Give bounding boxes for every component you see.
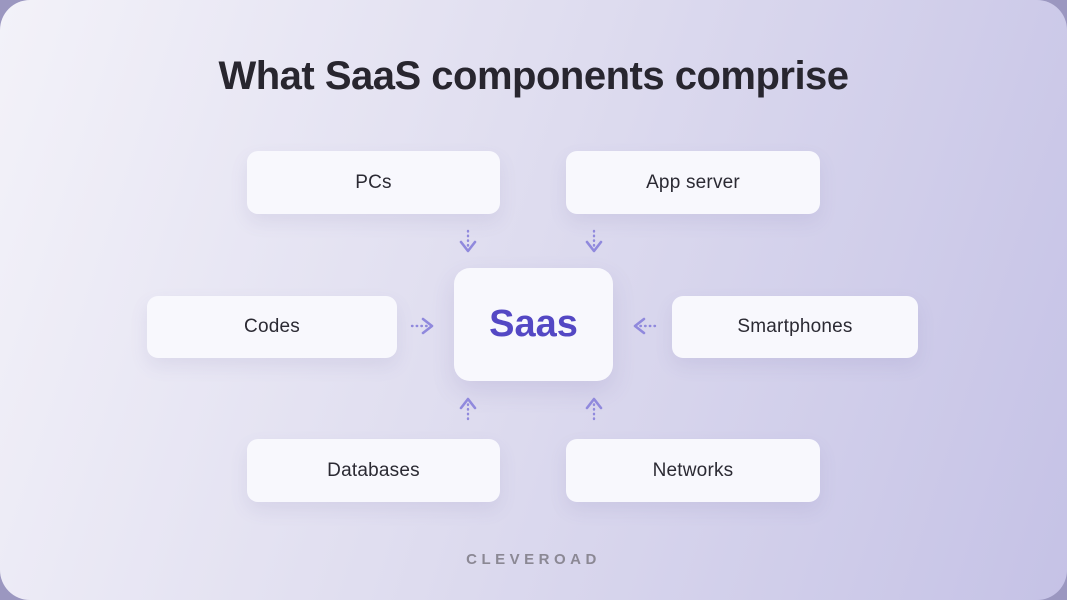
arrow-down-icon <box>454 228 482 256</box>
node-smartphones: Smartphones <box>672 296 918 358</box>
node-app-server: App server <box>566 151 820 214</box>
node-codes-label: Codes <box>244 316 300 337</box>
node-databases-label: Databases <box>327 459 420 481</box>
node-pcs: PCs <box>247 151 500 214</box>
node-smartphones-label: Smartphones <box>737 316 853 337</box>
cleveroad-logo: CLEVEROAD <box>466 551 601 568</box>
node-app-server-label: App server <box>646 171 740 193</box>
arrow-left-icon <box>630 312 658 340</box>
node-pcs-label: PCs <box>355 171 392 193</box>
node-databases: Databases <box>247 439 500 502</box>
node-saas-label: Saas <box>489 303 578 345</box>
node-networks: Networks <box>566 439 820 502</box>
node-saas-center: Saas <box>454 268 613 381</box>
arrow-down-icon <box>580 228 608 256</box>
page-title: What SaaS components comprise <box>218 54 849 98</box>
node-codes: Codes <box>147 296 397 358</box>
arrow-up-icon <box>454 394 482 422</box>
arrow-right-icon <box>409 312 437 340</box>
arrow-up-icon <box>580 394 608 422</box>
node-networks-label: Networks <box>652 459 734 481</box>
